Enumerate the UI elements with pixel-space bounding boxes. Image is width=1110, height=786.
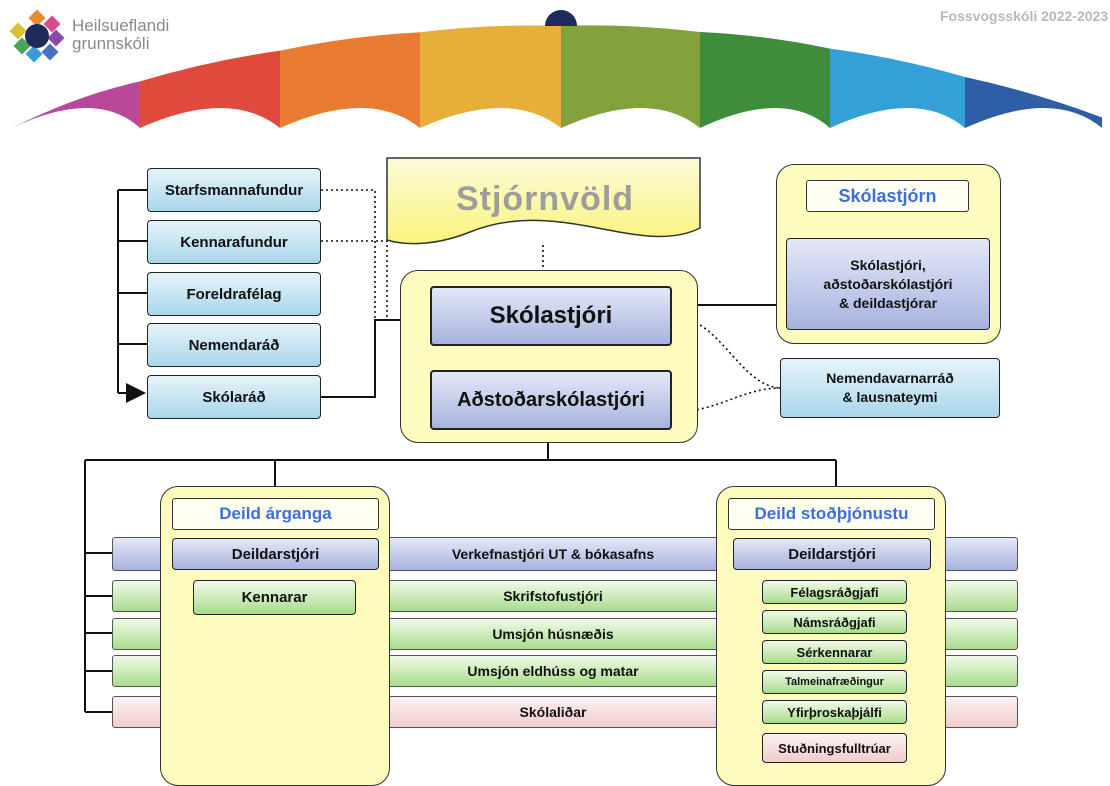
logo-flower-icon bbox=[9, 9, 65, 63]
staff-namsradgjafi: Námsráðgjafi bbox=[762, 610, 907, 634]
umbrella-segment bbox=[140, 50, 280, 129]
stripe-label-skrifstofustjori: Skrifstofustjóri bbox=[503, 588, 603, 604]
umbrella-arc bbox=[12, 10, 1102, 129]
box-kennarafundur: Kennarafundur bbox=[147, 220, 321, 264]
umbrella-segment bbox=[830, 48, 965, 129]
stripe-label-umsjon-eldhuss: Umsjón eldhúss og matar bbox=[467, 663, 639, 679]
stjornvold-label: Stjórnvöld bbox=[455, 180, 635, 218]
box-foreldrafelag: Foreldrafélag bbox=[147, 272, 321, 316]
deild-arganga-title: Deild árganga bbox=[172, 498, 379, 530]
staff-studningsfulltruar: Stuðningsfulltrúar bbox=[762, 733, 907, 763]
nemendavarnarrad-line1: Nemendavarnarráð bbox=[826, 370, 954, 386]
umbrella-segment bbox=[965, 77, 1102, 128]
box-nemendavarnarrad: Nemendavarnarráð & lausnateymi bbox=[780, 358, 1000, 418]
skolastjorn-line3: & deildastjórar bbox=[838, 294, 938, 311]
umbrella-segment bbox=[700, 32, 830, 128]
deild-stodthjonustu-title: Deild stoðþjónustu bbox=[728, 498, 935, 530]
umbrella-segment bbox=[420, 25, 561, 128]
logo: Heilsueflandi grunnskóli bbox=[9, 9, 170, 63]
skolastjorn-line1: Skólastjóri, bbox=[850, 256, 926, 273]
skolastjorn-line2: aðstoðarskólastjóri bbox=[823, 275, 953, 292]
box-nemendarad: Nemendaráð bbox=[147, 323, 321, 367]
box-skolastjorn-members: Skólastjóri, aðstoðarskólastjóri & deild… bbox=[786, 238, 990, 330]
stripe-label-skolalidar: Skólaliðar bbox=[519, 704, 587, 720]
deild-arganga-deildarstjori: Deildarstjóri bbox=[172, 538, 379, 570]
staff-felagsradgjafi: Félagsráðgjafi bbox=[762, 580, 907, 604]
staff-talmeinafraedingur: Talmeinafræðingur bbox=[762, 670, 907, 694]
umbrella-segment bbox=[280, 32, 420, 128]
skolastjorn-title: Skólastjórn bbox=[806, 180, 969, 212]
stjornvold-banner bbox=[386, 157, 701, 245]
deild-arganga-kennarar: Kennarar bbox=[193, 580, 356, 615]
corner-title: Fossvogsskóli 2022-2023 bbox=[940, 8, 1109, 24]
umbrella-tip-icon bbox=[545, 10, 577, 26]
box-starfsmannafundur: Starfsmannafundur bbox=[147, 168, 321, 212]
box-adstodarskolastjori: Aðstoðarskólastjóri bbox=[430, 370, 672, 430]
box-skolarad: Skólaráð bbox=[147, 375, 321, 419]
panel-deild-arganga bbox=[160, 486, 390, 786]
stripe-label-verkefnastjori: Verkefnastjóri UT & bókasafns bbox=[451, 546, 655, 562]
umbrella-segment bbox=[561, 25, 700, 129]
staff-serkennarar: Sérkennarar bbox=[762, 640, 907, 664]
box-skolastjori: Skólastjóri bbox=[430, 286, 672, 346]
nemendavarnarrad-line2: & lausnateymi bbox=[842, 389, 938, 405]
stripe-label-umsjon-husnaedis: Umsjón húsnæðis bbox=[492, 626, 614, 642]
logo-line1: Heilsueflandi bbox=[72, 16, 170, 35]
staff-yfirthroskathjalfi: Yfirþroskaþjálfi bbox=[762, 700, 907, 724]
deild-stodthjonustu-deildarstjori: Deildarstjóri bbox=[733, 538, 931, 570]
logo-line2: grunnskóli bbox=[72, 34, 150, 53]
umbrella-segment bbox=[12, 81, 140, 128]
